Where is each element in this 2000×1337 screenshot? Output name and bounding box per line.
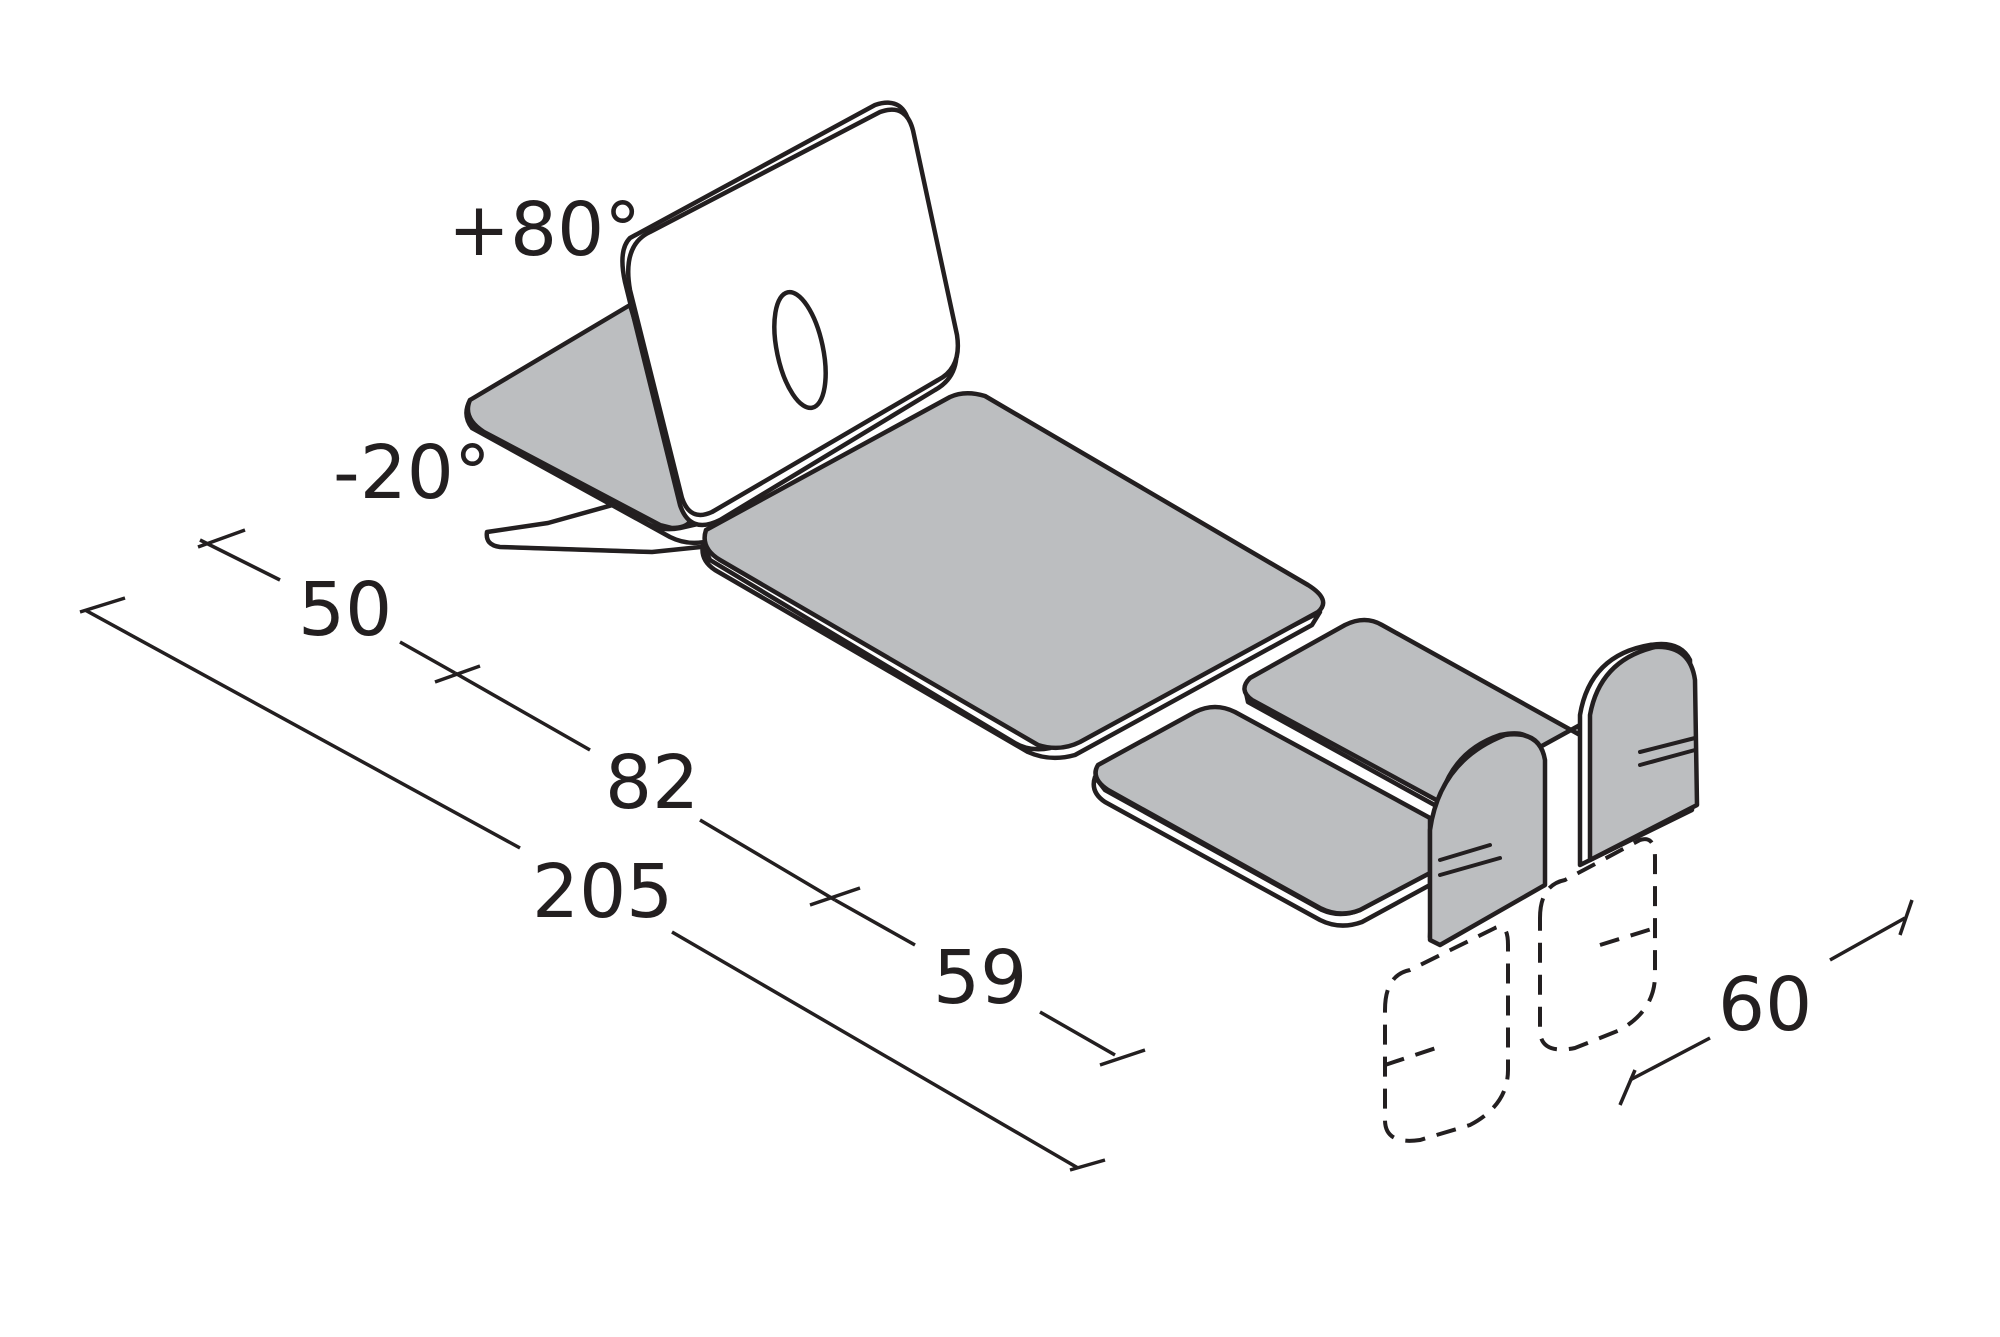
dim-width-tick-end (1898, 899, 1914, 936)
dim-foot-label: 59 (933, 935, 1027, 1021)
foot-support-left-face (1427, 732, 1548, 948)
foot-support-left-slot (1438, 843, 1492, 862)
head-flap-lowered-edge (498, 545, 654, 554)
foot-support-lowered-left (1383, 924, 1510, 1143)
foot-support-lowered-right-slot (1599, 926, 1656, 947)
dim-middle-line-1 (454, 671, 591, 752)
face-hole-icon (772, 289, 828, 411)
head-rest-raised (620, 100, 961, 528)
middle-pad-top (702, 391, 1326, 751)
leg-pad-front-top (1093, 704, 1433, 916)
foot-support-right-slot (1638, 736, 1697, 754)
foot-support-lowered-right-outline (1538, 837, 1657, 1052)
dim-middle-label: 82 (605, 740, 699, 826)
angle-up-label: +80° (448, 187, 641, 273)
foot-support-lowered-left-slot (1384, 1043, 1446, 1067)
angle-down-label: -20° (333, 430, 491, 516)
dim-total-line-1 (84, 608, 521, 850)
dim-middle-line-2 (699, 818, 836, 902)
dimension-lines (79, 528, 1914, 1172)
foot-support-right-slot-2 (1638, 748, 1697, 767)
dim-width-label: 60 (1718, 962, 1812, 1048)
foot-support-left-slot-2 (1438, 856, 1502, 877)
leg-pad-front (1091, 704, 1433, 928)
dim-total-tick-end (1069, 1158, 1106, 1172)
head-base-pad (464, 302, 725, 546)
middle-pad (700, 391, 1326, 761)
dim-width-line-1 (1829, 916, 1906, 962)
foot-support-lowered-left-outline (1383, 924, 1510, 1143)
dim-total-label: 205 (532, 849, 673, 935)
dim-foot-tick-end (1099, 1048, 1146, 1067)
head-base-pad-side (464, 397, 725, 546)
dim-width-line-2 (1629, 1036, 1711, 1082)
dim-total-tick-start (79, 596, 126, 614)
foot-support-left (1427, 731, 1548, 948)
dim-head-line-2 (399, 640, 456, 675)
middle-pad-side (700, 542, 1323, 761)
dim-head-label: 50 (298, 567, 392, 653)
foot-support-lowered-right (1538, 837, 1657, 1052)
dim-foot-line-1 (834, 898, 916, 947)
dim-foot-line-2 (1039, 1010, 1116, 1057)
dim-width-tick-start (1618, 1069, 1637, 1106)
dim-total-line-2 (671, 930, 1079, 1170)
dim-head-tick-start (197, 528, 246, 549)
foot-support-right-face (1587, 644, 1700, 863)
dim-middle-tick-end (809, 886, 861, 907)
dim-head-line-1 (199, 538, 281, 582)
foot-support-right (1577, 641, 1700, 868)
